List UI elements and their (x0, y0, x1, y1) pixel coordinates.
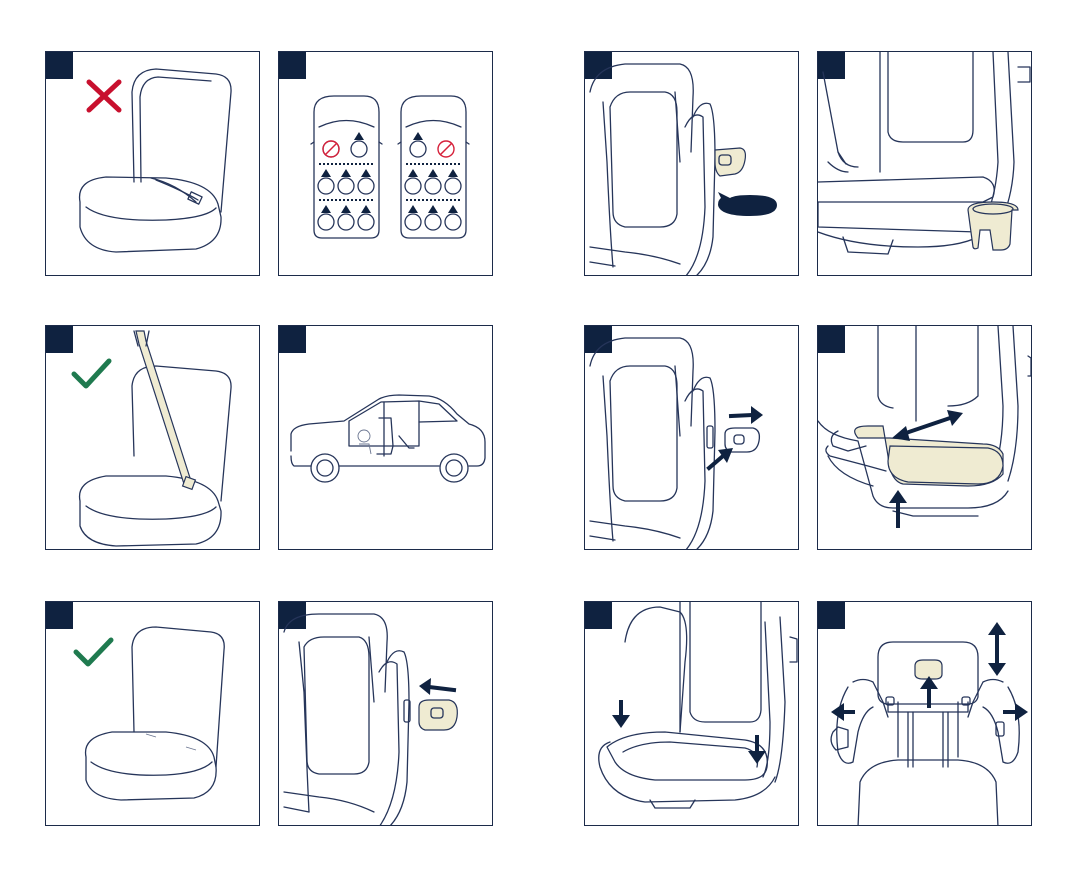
panel-2-seat-map (278, 51, 493, 276)
panel-1-lap-belt-wrong (45, 51, 260, 276)
check-icon (46, 326, 260, 550)
arrow-up-icon (818, 326, 1032, 550)
arrow-right-icon (585, 326, 799, 550)
panel-9-cup-holder-remove (584, 325, 799, 550)
panel-6-cup-holder-insert (278, 601, 493, 826)
panel-11-cushion-fit (584, 601, 799, 826)
four-way-arrow-icon (818, 602, 1032, 826)
arrow-down-icon (585, 602, 799, 826)
car-side-view (279, 326, 493, 550)
cup-holder (818, 52, 1032, 276)
panel-7-cup-holder-fitted (584, 51, 799, 276)
panel-3-three-point-belt (45, 325, 260, 550)
panel-12-headrest-adjust (817, 601, 1032, 826)
panel-10-cushion-remove (817, 325, 1032, 550)
car-seat-map (279, 52, 493, 276)
speech-bubble-icon (585, 52, 799, 276)
panel-5-seat (45, 601, 260, 826)
cross-icon (46, 52, 260, 276)
panel-4-car-side (278, 325, 493, 550)
panel-8-cup-holder-attached (817, 51, 1032, 276)
arrow-left-icon (279, 602, 493, 826)
check-icon (46, 602, 260, 826)
